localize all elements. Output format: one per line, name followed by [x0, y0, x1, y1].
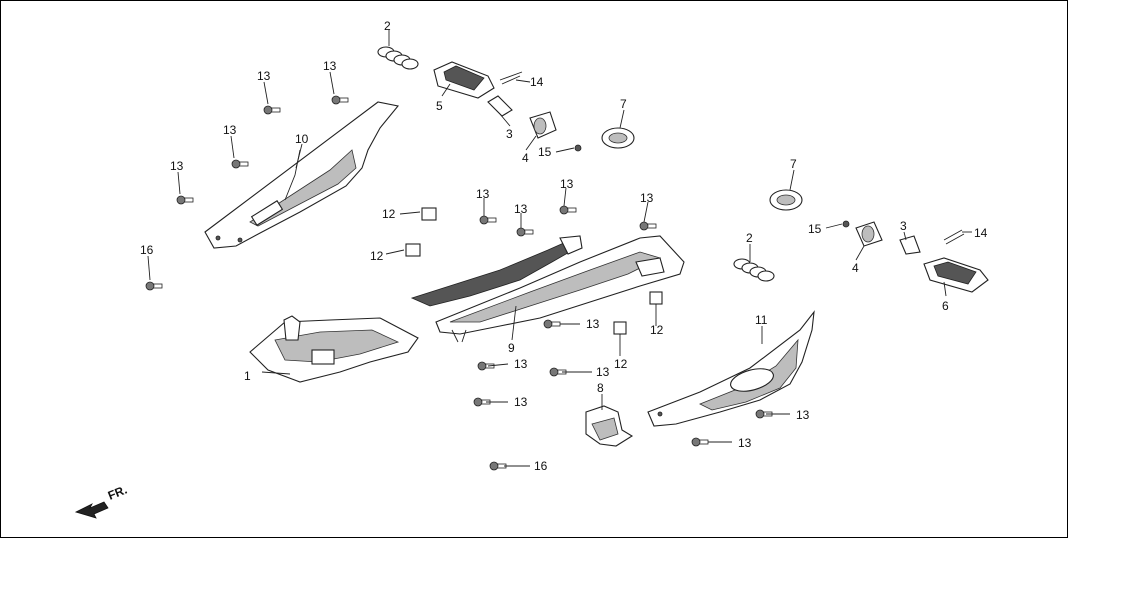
callout-11: 11 — [755, 313, 768, 327]
callout-15-right: 15 — [808, 222, 822, 236]
direction-label: FR. — [106, 483, 129, 503]
callout-16-b: 16 — [534, 459, 548, 473]
part-11-right-side-cover — [647, 310, 815, 427]
callout-13-k: 13 — [596, 365, 610, 379]
part-12-clip-d — [613, 321, 627, 335]
callout-6: 6 — [942, 299, 949, 313]
part-3-pin-shaft-right — [899, 235, 921, 255]
callout-4-right: 4 — [852, 261, 859, 275]
part-2-spring-right — [733, 258, 775, 282]
callout-12-a: 12 — [382, 207, 396, 221]
part-14-pin-right — [943, 229, 965, 245]
callout-4-left: 4 — [522, 151, 529, 165]
callout-8: 8 — [597, 381, 604, 395]
bolt-icon — [231, 159, 249, 169]
part-10-left-side-cover — [204, 101, 400, 249]
callout-labels: 1 2 2 3 3 4 4 5 6 7 7 8 9 10 11 12 12 12… — [140, 19, 988, 473]
callout-15-left: 15 — [538, 145, 552, 159]
callout-2-right: 2 — [746, 231, 753, 245]
part-12-clip-c — [649, 291, 663, 305]
bolt-icon — [176, 195, 194, 205]
bolt-icon — [559, 205, 577, 215]
callout-13-h: 13 — [640, 191, 654, 205]
callout-5: 5 — [436, 99, 443, 113]
callout-12-d: 12 — [614, 357, 628, 371]
callout-7-left: 7 — [620, 97, 627, 111]
part-4-collar-right — [855, 221, 883, 247]
part-4-collar-left — [529, 111, 557, 139]
part-14-pin-left — [499, 71, 523, 85]
callout-13-c: 13 — [223, 123, 237, 137]
callout-2-left: 2 — [384, 19, 391, 33]
callout-12-c: 12 — [650, 323, 664, 337]
part-7-ring-right — [769, 189, 803, 211]
part-1-under-cover — [249, 315, 419, 383]
arrow-left-icon — [74, 501, 109, 519]
part-7-ring-left — [601, 127, 635, 149]
part-2-spring-left — [377, 46, 419, 70]
bolt-icon — [639, 221, 657, 231]
bolt-icon — [691, 437, 709, 447]
part-12-clip-b — [405, 243, 421, 257]
callout-3-right: 3 — [900, 219, 907, 233]
callout-14-left: 14 — [530, 75, 544, 89]
callout-13-a: 13 — [257, 69, 271, 83]
front-direction-arrow: FR. — [74, 483, 129, 519]
callout-13-j: 13 — [514, 357, 528, 371]
bolt-icon — [489, 461, 507, 471]
bolt-icon — [473, 397, 491, 407]
callout-1: 1 — [244, 369, 251, 383]
callout-3-left: 3 — [506, 127, 513, 141]
callout-13-e: 13 — [476, 187, 490, 201]
callout-7-right: 7 — [790, 157, 797, 171]
bolt-group — [145, 95, 773, 471]
part-9-floor-panel — [410, 235, 685, 343]
bolt-icon — [543, 319, 561, 329]
callout-13-d: 13 — [170, 159, 184, 173]
part-5-footrest-left — [433, 61, 495, 99]
callout-14-right: 14 — [974, 226, 988, 240]
callout-13-i: 13 — [586, 317, 600, 331]
bolt-icon — [145, 281, 163, 291]
callout-13-g: 13 — [560, 177, 574, 191]
callout-12-b: 12 — [370, 249, 384, 263]
callout-13-m: 13 — [796, 408, 810, 422]
callout-13-b: 13 — [323, 59, 337, 73]
callout-13-l: 13 — [514, 395, 528, 409]
part-3-pin-shaft-left — [487, 95, 513, 117]
bolt-icon — [479, 215, 497, 225]
callout-16-a: 16 — [140, 243, 154, 257]
bolt-icon — [331, 95, 349, 105]
bolt-icon — [516, 227, 534, 237]
bolt-icon — [263, 105, 281, 115]
part-6-footrest-right — [923, 257, 989, 293]
callout-10: 10 — [295, 132, 309, 146]
part-15-washer-right — [842, 220, 850, 228]
leader-lines — [147, 30, 972, 467]
part-12-clip-a — [421, 207, 437, 221]
callout-9: 9 — [508, 341, 515, 355]
callout-13-f: 13 — [514, 202, 528, 216]
part-15-washer-left — [574, 144, 582, 152]
part-8-bracket — [585, 405, 634, 447]
callout-13-n: 13 — [738, 436, 752, 450]
